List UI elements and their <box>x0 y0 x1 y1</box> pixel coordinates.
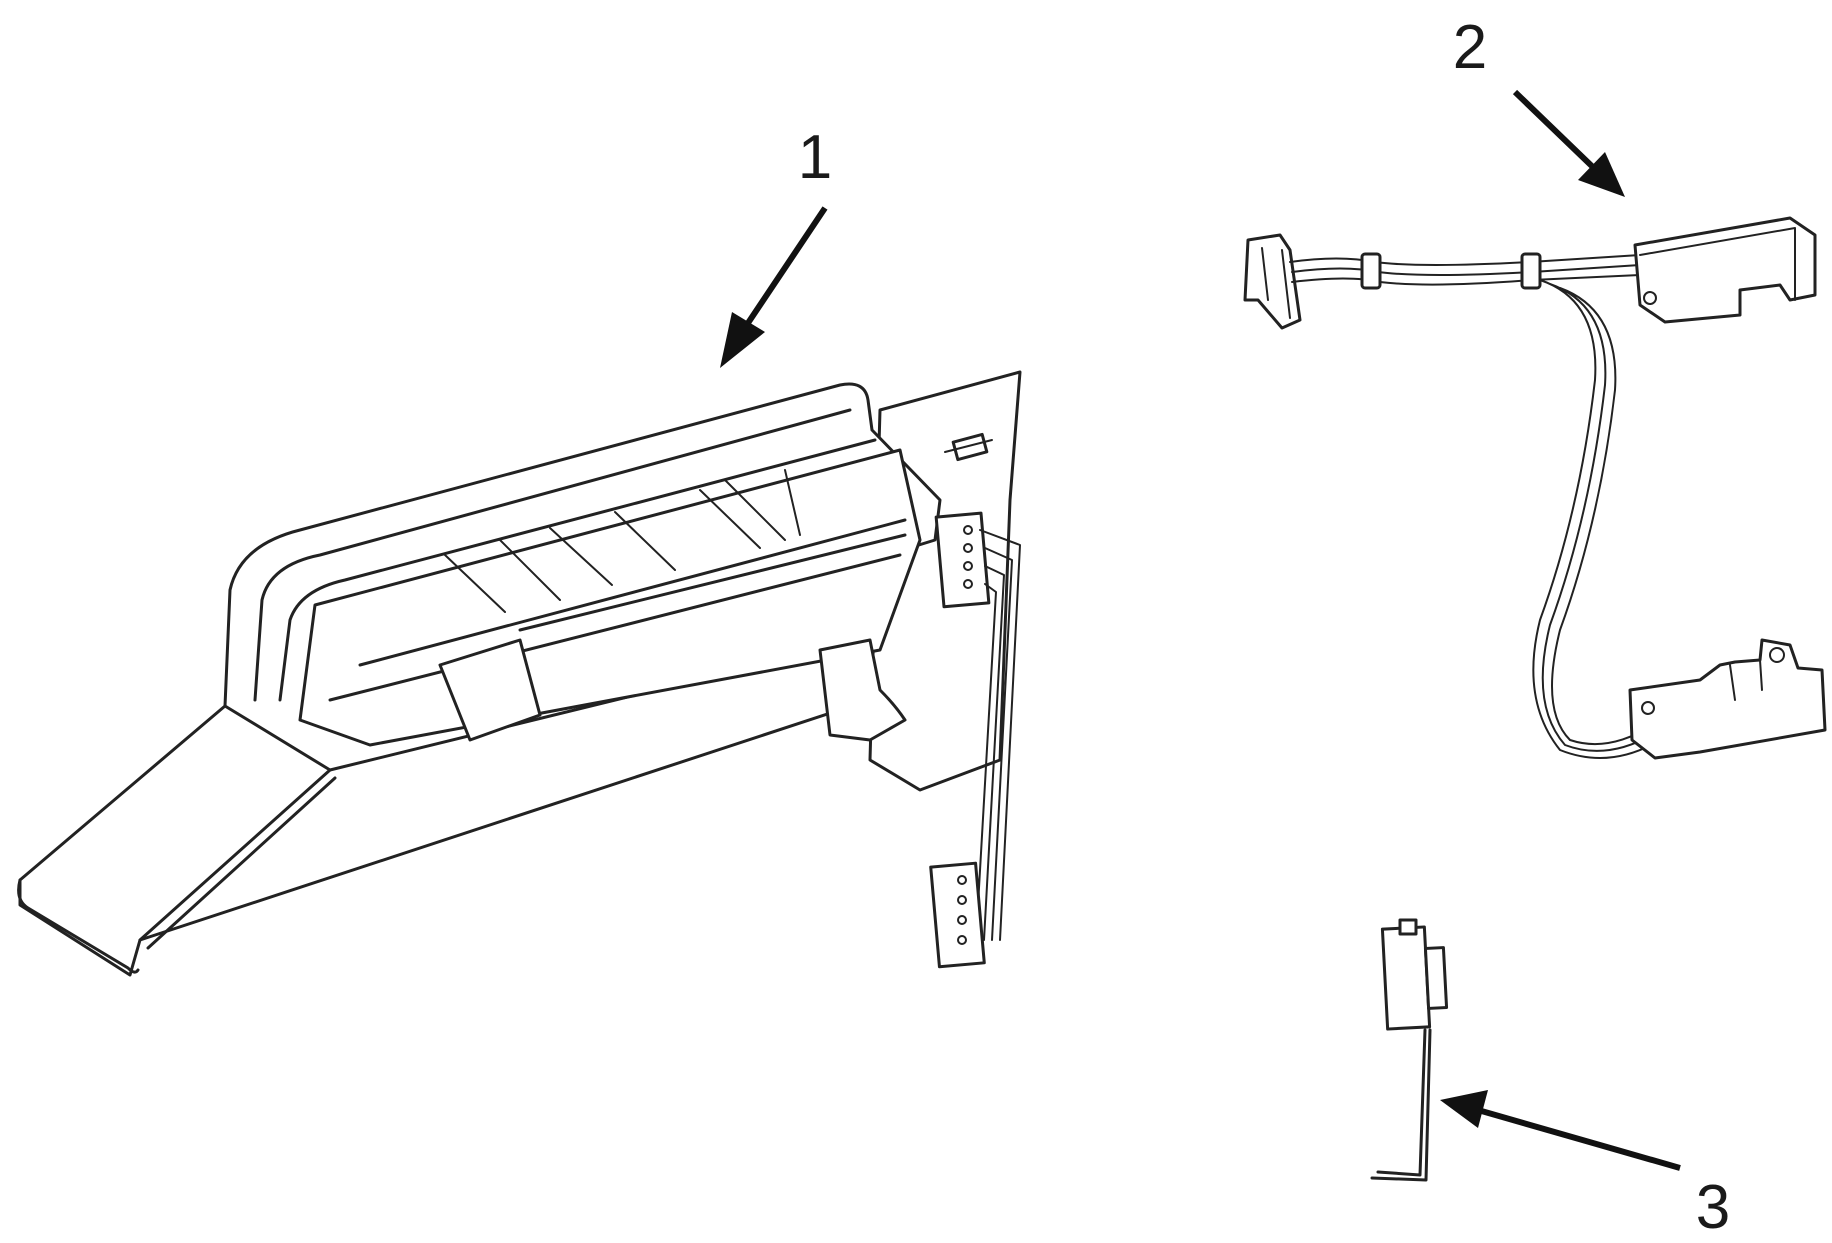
board-component <box>944 432 993 462</box>
harness-wire-long <box>1532 279 1661 759</box>
harness-sensor-upper <box>1633 216 1817 324</box>
callout-label-1: 1 <box>798 123 832 192</box>
harness-tie-2 <box>1520 252 1542 290</box>
harness-wire-bundle <box>1289 254 1641 286</box>
lever-screw <box>1398 918 1418 936</box>
harness-plug <box>1243 233 1302 330</box>
part-3-lever <box>1370 918 1449 1182</box>
part-1-assembly <box>17 370 1022 977</box>
part-2-sensor-harness <box>1243 216 1827 760</box>
callout-arrow-1 <box>720 206 828 368</box>
callout-arrow-2 <box>1512 89 1625 197</box>
housing-latch <box>438 638 542 742</box>
callout-arrow-3 <box>1440 1090 1681 1171</box>
lever-block <box>1380 925 1432 1031</box>
lever-arm <box>1370 1028 1432 1182</box>
housing-clip <box>818 638 907 742</box>
lever-tab <box>1423 946 1449 1010</box>
housing-ribs <box>328 469 907 702</box>
callout-label-2: 2 <box>1453 13 1487 82</box>
harness-sensor-lower <box>1628 638 1827 760</box>
callout-label-3: 3 <box>1696 1173 1730 1242</box>
board-connector-top <box>934 511 991 609</box>
board-ribbon-cable <box>975 529 1021 941</box>
board-connector-bottom <box>929 861 986 969</box>
harness-tie-1 <box>1360 252 1382 290</box>
